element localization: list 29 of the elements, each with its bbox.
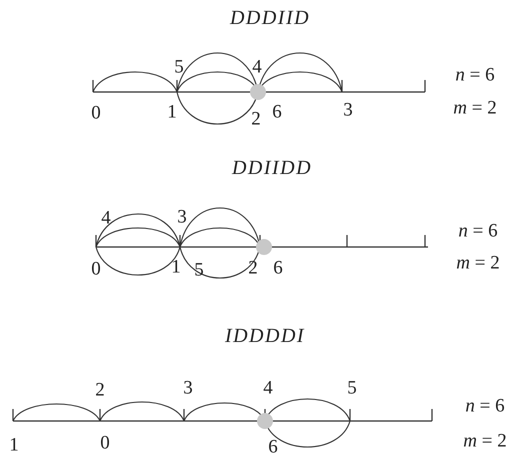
point-label: 4 (101, 208, 111, 228)
point-label: 6 (272, 102, 282, 122)
point-label: 0 (91, 104, 101, 122)
point-label: 1 (9, 436, 19, 454)
point-label: 6 (273, 258, 283, 278)
sequence-title: IDDDDI (224, 326, 306, 346)
sequence-title: DDIIDD (232, 158, 312, 178)
point-label: 0 (91, 260, 101, 278)
point-label: 0 (100, 434, 110, 452)
point-label: 2 (248, 258, 258, 278)
parameter-label: m = 2 (463, 432, 507, 450)
point-label: 2 (251, 110, 261, 128)
point-label: 5 (174, 58, 184, 76)
point-label: 5 (347, 378, 357, 398)
point-label: 3 (183, 378, 193, 398)
point-label: 1 (171, 258, 181, 276)
parameter-label: n = 6 (465, 396, 505, 416)
point-label: 3 (177, 208, 187, 226)
parameter-label: n = 6 (455, 66, 495, 84)
point-label: 1 (167, 102, 177, 122)
point-label: 3 (343, 100, 353, 120)
parameter-label: m = 2 (453, 98, 497, 118)
point-label: 4 (263, 378, 273, 398)
point-label: 2 (95, 380, 105, 400)
parameter-label: n = 6 (458, 222, 498, 240)
point-label: 6 (268, 438, 278, 456)
point-label: 4 (252, 58, 262, 76)
parameter-label: m = 2 (456, 254, 500, 272)
sequence-title: DDDIID (230, 8, 310, 28)
